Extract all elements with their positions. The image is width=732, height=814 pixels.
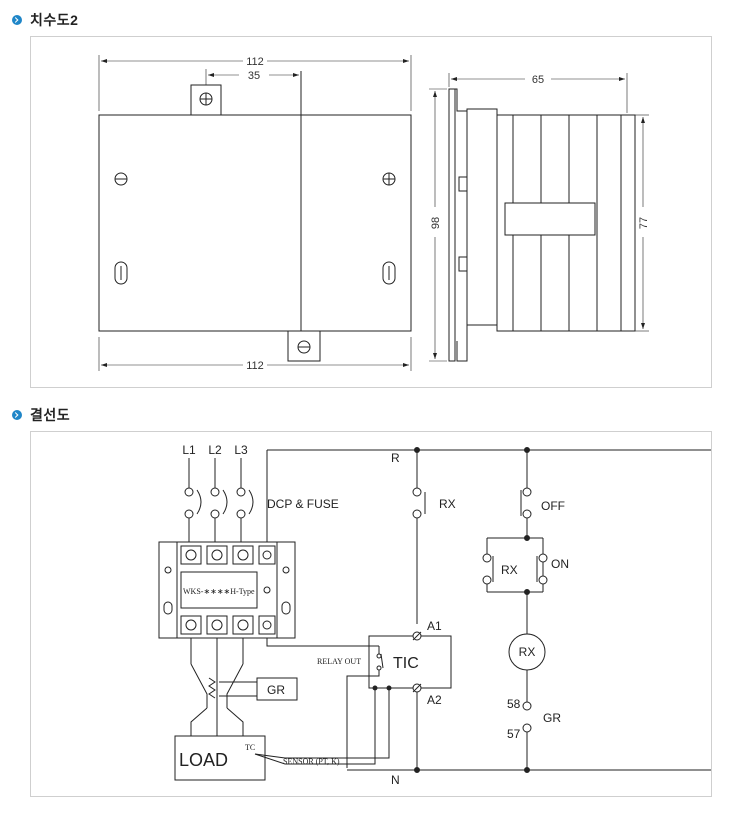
dimension-drawing: 112 35 112 65 98 77 (98, 55, 650, 372)
wiring-diagram-panel: L1 L2 L3 DCP & FUSE WKS-∗∗∗∗H-Type R N R… (30, 431, 712, 797)
dim-height-right: 77 (638, 217, 650, 229)
dim-height-left: 98 (430, 217, 442, 229)
label-on: ON (551, 557, 569, 571)
side-base (466, 108, 498, 326)
dimension-drawing-panel: 112 35 112 65 98 77 (30, 36, 712, 388)
tic-box (368, 635, 452, 689)
dim-width-bottom: 112 (246, 360, 264, 372)
label-tc: TC (245, 743, 255, 752)
label-off: OFF (541, 499, 565, 513)
wiring-section-header: 결선도 (12, 405, 70, 425)
side-terminal-block (504, 202, 596, 236)
bullet-icon (12, 410, 22, 420)
dim-offset: 35 (248, 70, 260, 82)
wiring-section-title: 결선도 (30, 407, 71, 423)
dim-width-top: 112 (246, 56, 264, 68)
label-ssr-model: WKS-∗∗∗∗H-Type (183, 587, 255, 596)
dimension-section-header: 치수도2 (12, 10, 78, 30)
label-58: 58 (507, 697, 521, 711)
label-rx-contact: RX (439, 497, 456, 511)
label-r: R (391, 451, 400, 465)
label-rx-hold: RX (501, 563, 518, 577)
label-gr-timer: GR (543, 711, 561, 725)
label-gr-box: GR (267, 683, 285, 697)
load-box (174, 735, 266, 781)
label-l1: L1 (182, 443, 196, 457)
label-tic: TIC (393, 655, 419, 672)
gr-box (256, 677, 298, 701)
bottom-mount-tab (287, 330, 321, 362)
label-load: LOAD (179, 750, 228, 770)
label-a2: A2 (427, 693, 442, 707)
label-sensor: SENSOR (PT, K) (283, 757, 340, 766)
wiring-diagram: L1 L2 L3 DCP & FUSE WKS-∗∗∗∗H-Type R N R… (158, 443, 711, 787)
label-l2: L2 (208, 443, 222, 457)
side-din-rail (448, 88, 456, 362)
label-57: 57 (507, 727, 521, 741)
label-rx-coil: RX (519, 645, 536, 659)
label-a1: A1 (427, 619, 442, 633)
front-view-body (98, 114, 412, 332)
left-slot (114, 261, 128, 285)
label-n: N (391, 773, 400, 787)
label-relay-out: RELAY OUT (317, 657, 361, 666)
dim-depth: 65 (532, 74, 544, 86)
dimension-section-title: 치수도2 (30, 12, 79, 28)
label-dcp-fuse: DCP & FUSE (267, 497, 339, 511)
label-l3: L3 (234, 443, 248, 457)
bullet-icon (12, 15, 22, 25)
right-slot (382, 261, 396, 285)
